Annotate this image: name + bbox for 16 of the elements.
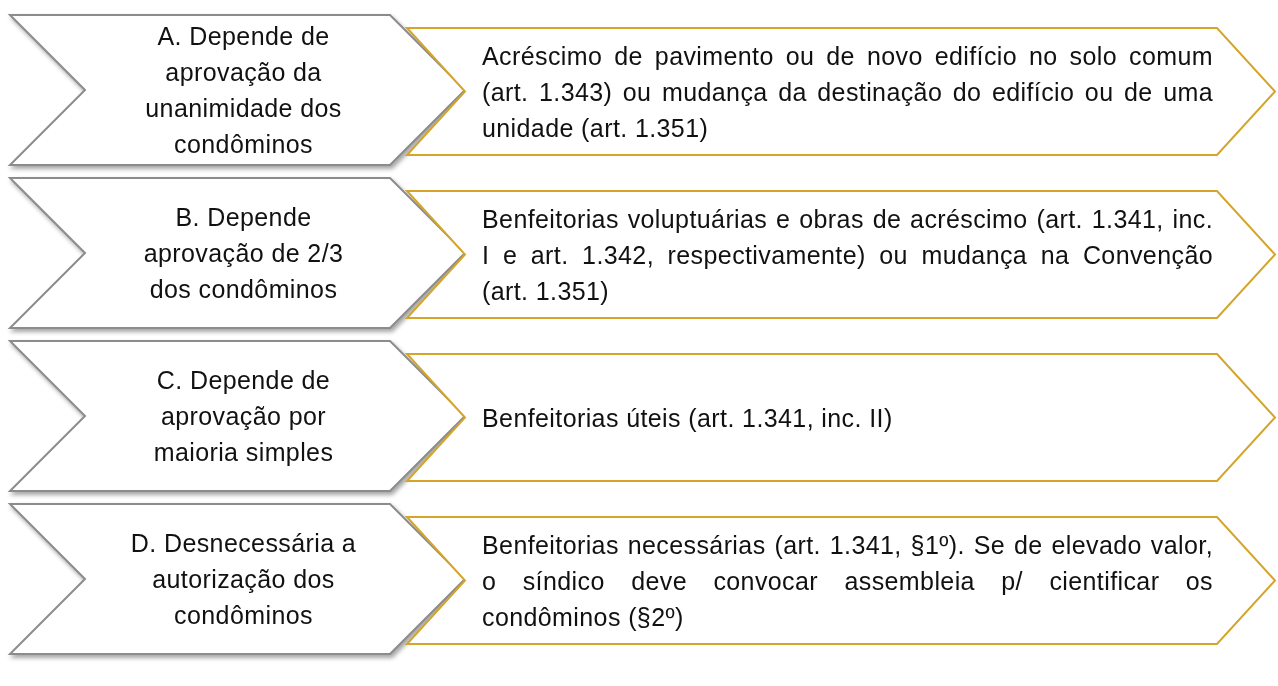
category-label: B. Depende aprovação de 2/3 dos condôminos (142, 202, 345, 305)
description-text: Acréscimo de pavimento ou de novo edifício no solo comum (art. 1.343) ou mudança da destinação do edifício ou de uma unidade (art. 1.351) (482, 40, 1213, 144)
description-text: Benfeitorias úteis (art. 1.341, inc. II) (482, 402, 894, 434)
category-label: C. Depende de aprovação por maioria simples (152, 365, 335, 468)
category-banner (10, 341, 465, 491)
description-text: Benfeitorias voluptuárias e obras de acréscimo (art. 1.341, inc. I e art. 1.342, respectivamente) ou mudança na Convenção (art. 1.351) (482, 203, 1213, 307)
description-banner (407, 191, 1275, 318)
category-banner (10, 15, 465, 165)
category-banner (10, 504, 465, 654)
category-label: A. Depende de aprovação da unanimidade dos condôminos (144, 21, 343, 160)
category-label: D. Desnecessária a autorização dos condôminos (129, 528, 358, 631)
category-banner (10, 178, 465, 328)
description-text: Benfeitorias necessárias (art. 1.341, §1º). Se de elevado valor, o síndico deve convocar assembleia p/ cientificar os condôminos (§2º) (482, 529, 1213, 633)
description-banner (407, 354, 1275, 481)
description-banner (407, 28, 1275, 155)
description-banner (407, 517, 1275, 644)
